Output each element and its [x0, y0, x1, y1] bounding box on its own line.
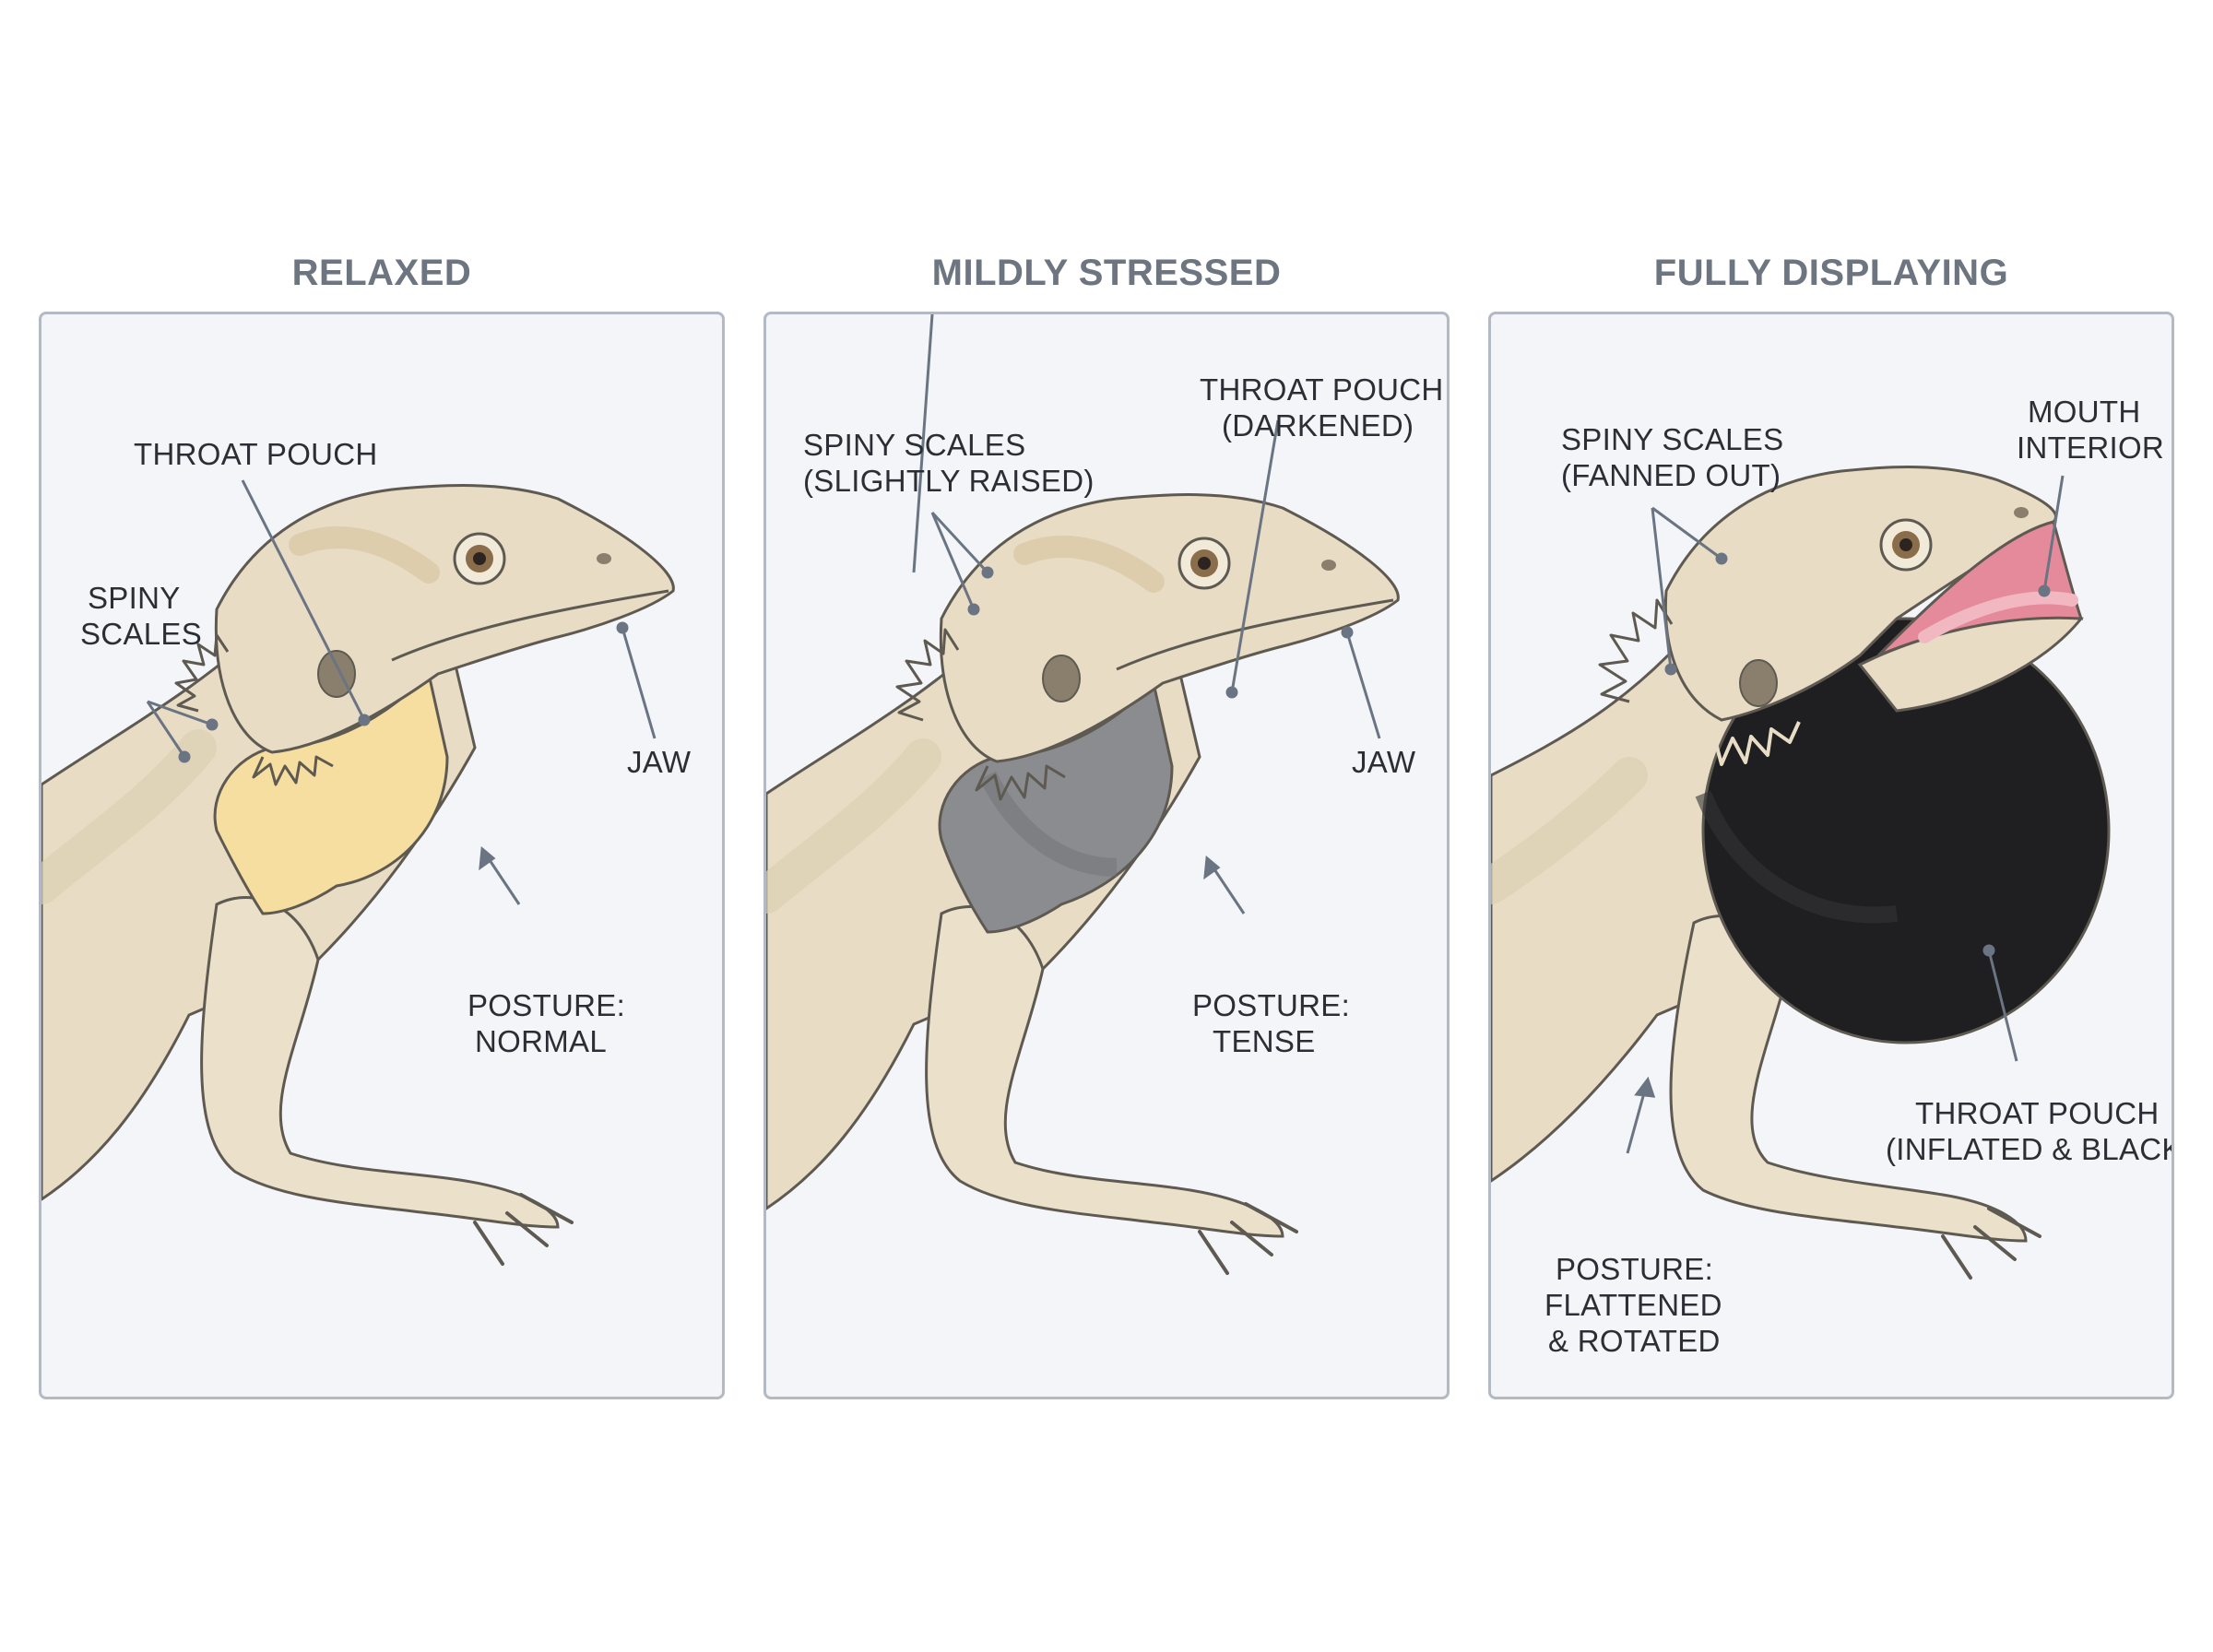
throat-pouch-inflated — [1701, 617, 2111, 1044]
mouth-interior — [1876, 520, 2084, 657]
label-posture-line3: & ROTATED — [1548, 1324, 1721, 1358]
label-mouth-interior-line2: INTERIOR — [2017, 431, 2165, 465]
leader-lines — [1626, 475, 2065, 1154]
label-throat-pouch-line1: THROAT POUCH — [1200, 372, 1444, 407]
label-jaw: JAW — [1352, 745, 1416, 779]
label-posture-line2: FLATTENED — [1544, 1288, 1722, 1322]
label-posture-line2: NORMAL — [475, 1024, 607, 1058]
label-mouth-interior-line1: MOUTH — [2028, 395, 2141, 429]
spiny-scales — [1598, 598, 1674, 703]
label-jaw: JAW — [627, 745, 692, 779]
leader-lines — [146, 479, 657, 905]
label-throat-pouch-line2: (INFLATED & BLACK) — [1886, 1132, 2174, 1166]
label-spiny-scales-line1: SPINY — [88, 581, 181, 615]
panel-title-relaxed: RELAXED — [291, 253, 472, 293]
lizard-front-leg — [1669, 914, 2028, 1243]
label-throat-pouch-line1: THROAT POUCH — [1915, 1096, 2160, 1130]
panel-title-mildly-stressed: MILDLY STRESSED — [931, 253, 1282, 293]
label-posture-line1: POSTURE: — [1556, 1252, 1714, 1286]
label-posture-line2: TENSE — [1213, 1024, 1316, 1058]
panel-mildly-stressed: SPINY SCALES (SLIGHTLY RAISED) THROAT PO… — [763, 312, 1450, 1399]
panel-fully-displaying: SPINY SCALES (FANNED OUT) MOUTH INTERIOR… — [1488, 312, 2174, 1399]
spiny-scales — [895, 628, 960, 722]
lizard-stressed-illustration — [766, 314, 1400, 1275]
label-throat-pouch-line2: (DARKENED) — [1222, 408, 1414, 442]
label-spiny-scales-line2: (SLIGHTLY RAISED) — [803, 464, 1095, 498]
lizard-relaxed-illustration — [41, 479, 675, 1266]
lizard-displaying-illustration — [1491, 466, 2111, 1280]
lizard-front-leg — [925, 905, 1284, 1238]
panel-relaxed: THROAT POUCH SPINY SCALES JAW POSTURE: N… — [39, 312, 725, 1399]
label-posture-line1: POSTURE: — [467, 988, 626, 1022]
spiny-scales — [174, 633, 230, 713]
label-spiny-scales-line1: SPINY SCALES — [803, 428, 1026, 462]
label-spiny-scales-line2: (FANNED OUT) — [1561, 458, 1781, 492]
lizard-front-leg — [200, 896, 560, 1229]
lizard-ear — [1042, 655, 1081, 702]
label-spiny-scales-line2: SCALES — [80, 617, 203, 651]
lizard-ear — [1739, 659, 1778, 707]
panel-title-fully-displaying: FULLY DISPLAYING — [1653, 253, 2009, 293]
label-spiny-scales-line1: SPINY SCALES — [1561, 422, 1784, 456]
leader-lines — [912, 314, 1381, 914]
label-posture-line1: POSTURE: — [1192, 988, 1351, 1022]
label-throat-pouch: THROAT POUCH — [134, 437, 378, 471]
